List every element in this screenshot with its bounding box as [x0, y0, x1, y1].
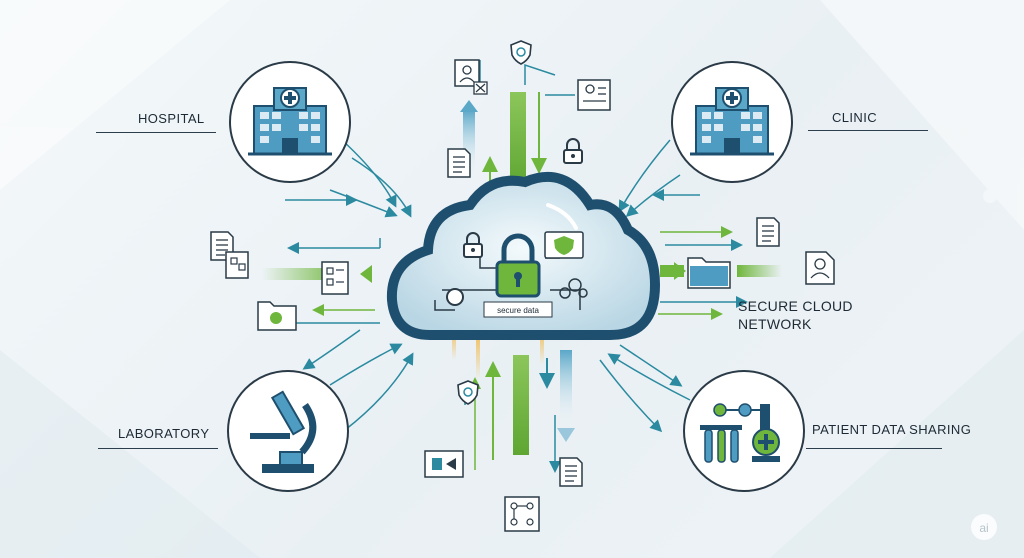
id-card-icon-top [454, 59, 488, 95]
folder-icon-left [257, 301, 297, 331]
big-padlock-icon [495, 233, 541, 298]
lock-icon-top [563, 138, 583, 164]
connector-arrows [282, 60, 748, 473]
secure-cloud-network-label: SECURE CLOUD NETWORK [738, 297, 853, 333]
secure-cloud: secure data [386, 171, 661, 340]
peripheral-icons [210, 40, 835, 532]
secure-cloud-label-line1: SECURE CLOUD [738, 298, 853, 314]
folder-icon-right [687, 257, 731, 289]
media-record-icon [424, 450, 464, 478]
patient-data-sharing-label-rule [806, 448, 942, 449]
document-icon-right [756, 217, 780, 247]
laboratory-label: LABORATORY [118, 426, 210, 441]
clinic-label-rule [808, 130, 928, 131]
report-icon-left [321, 261, 349, 295]
secure-data-label: secure data [497, 306, 539, 315]
watermark-badge: ai [971, 514, 997, 540]
microscope-icon [250, 390, 317, 473]
patient-data-sharing-label: PATIENT DATA SHARING [812, 422, 972, 437]
data-flow-bars [262, 92, 782, 460]
clinic-label: CLINIC [832, 110, 878, 125]
patient-profile-icon [805, 251, 835, 285]
hospital-label: HOSPITAL [138, 111, 205, 126]
document-icon-bottom [559, 457, 583, 487]
document-icon-top [447, 148, 471, 178]
laboratory-label-rule [98, 448, 218, 449]
secure-cloud-label-line2: NETWORK [738, 316, 812, 332]
clinic-node [671, 61, 793, 183]
hospital-label-rule [96, 132, 216, 133]
test-tubes-icon [700, 403, 780, 463]
records-stack-icon [225, 251, 249, 279]
svg-text:ai: ai [979, 521, 988, 535]
gears-icon [568, 278, 582, 292]
hospital-node [229, 61, 351, 183]
shield-icon-top [510, 40, 532, 65]
network-chart-icon [504, 496, 540, 532]
patient-record-icon [577, 79, 611, 111]
copyright-icon [446, 288, 464, 306]
patient-data-node [683, 370, 805, 492]
laboratory-node [227, 370, 349, 492]
